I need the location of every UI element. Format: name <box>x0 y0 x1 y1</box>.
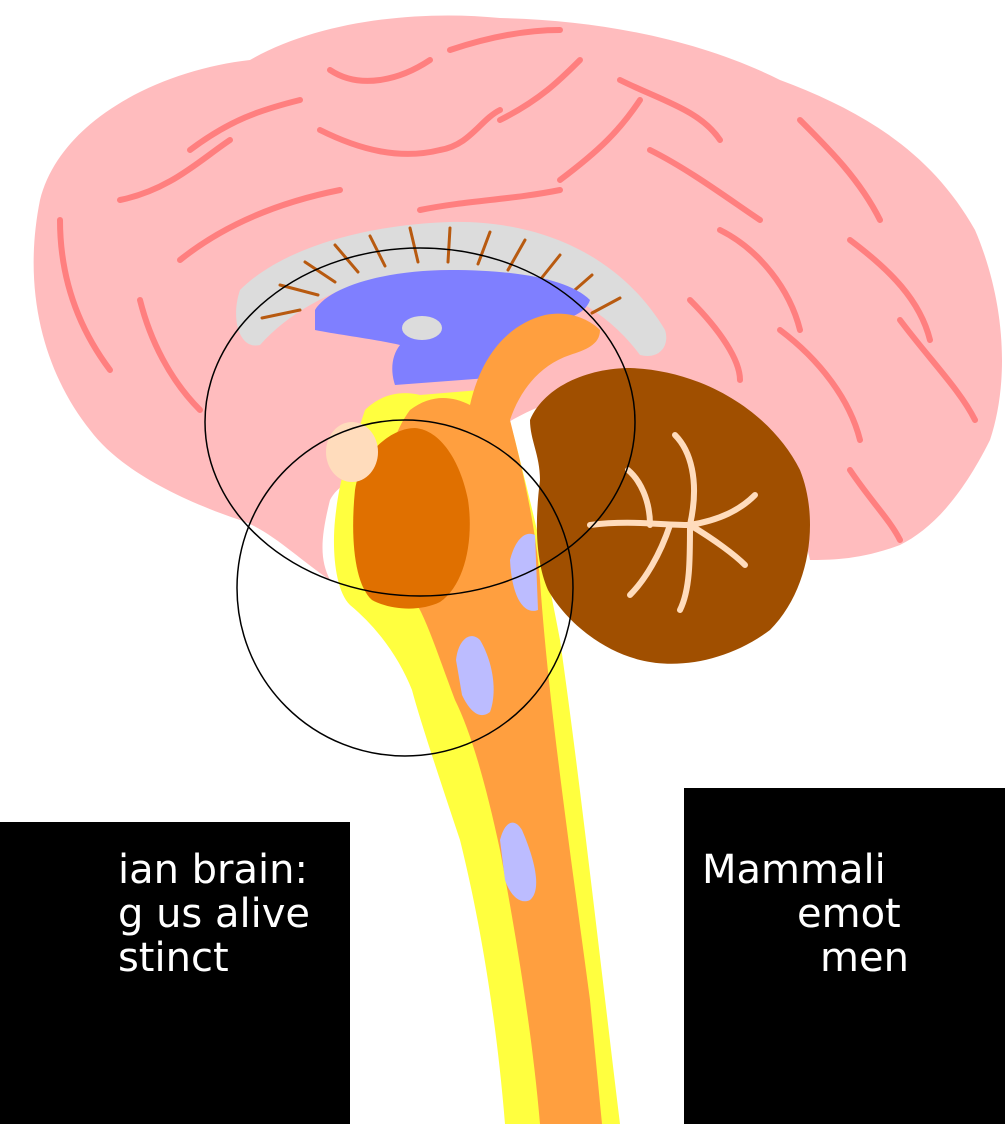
reptilian-label-line-3: stinct <box>118 936 310 980</box>
reptilian-label-line-2: g us alive <box>118 892 310 936</box>
interventricular-foramen <box>402 316 442 340</box>
reptilian-brain-label: ian brain: g us alive stinct <box>0 822 350 1124</box>
mammalian-label-line-1: Mammali <box>702 848 1005 892</box>
pituitary-tint <box>326 422 378 482</box>
mammalian-label-line-2: emot <box>702 892 1005 936</box>
mammalian-brain-label: Mammali emot men <box>684 788 1005 1124</box>
mammalian-label-line-3: men <box>702 936 1005 980</box>
reptilian-label-line-1: ian brain: <box>118 848 310 892</box>
